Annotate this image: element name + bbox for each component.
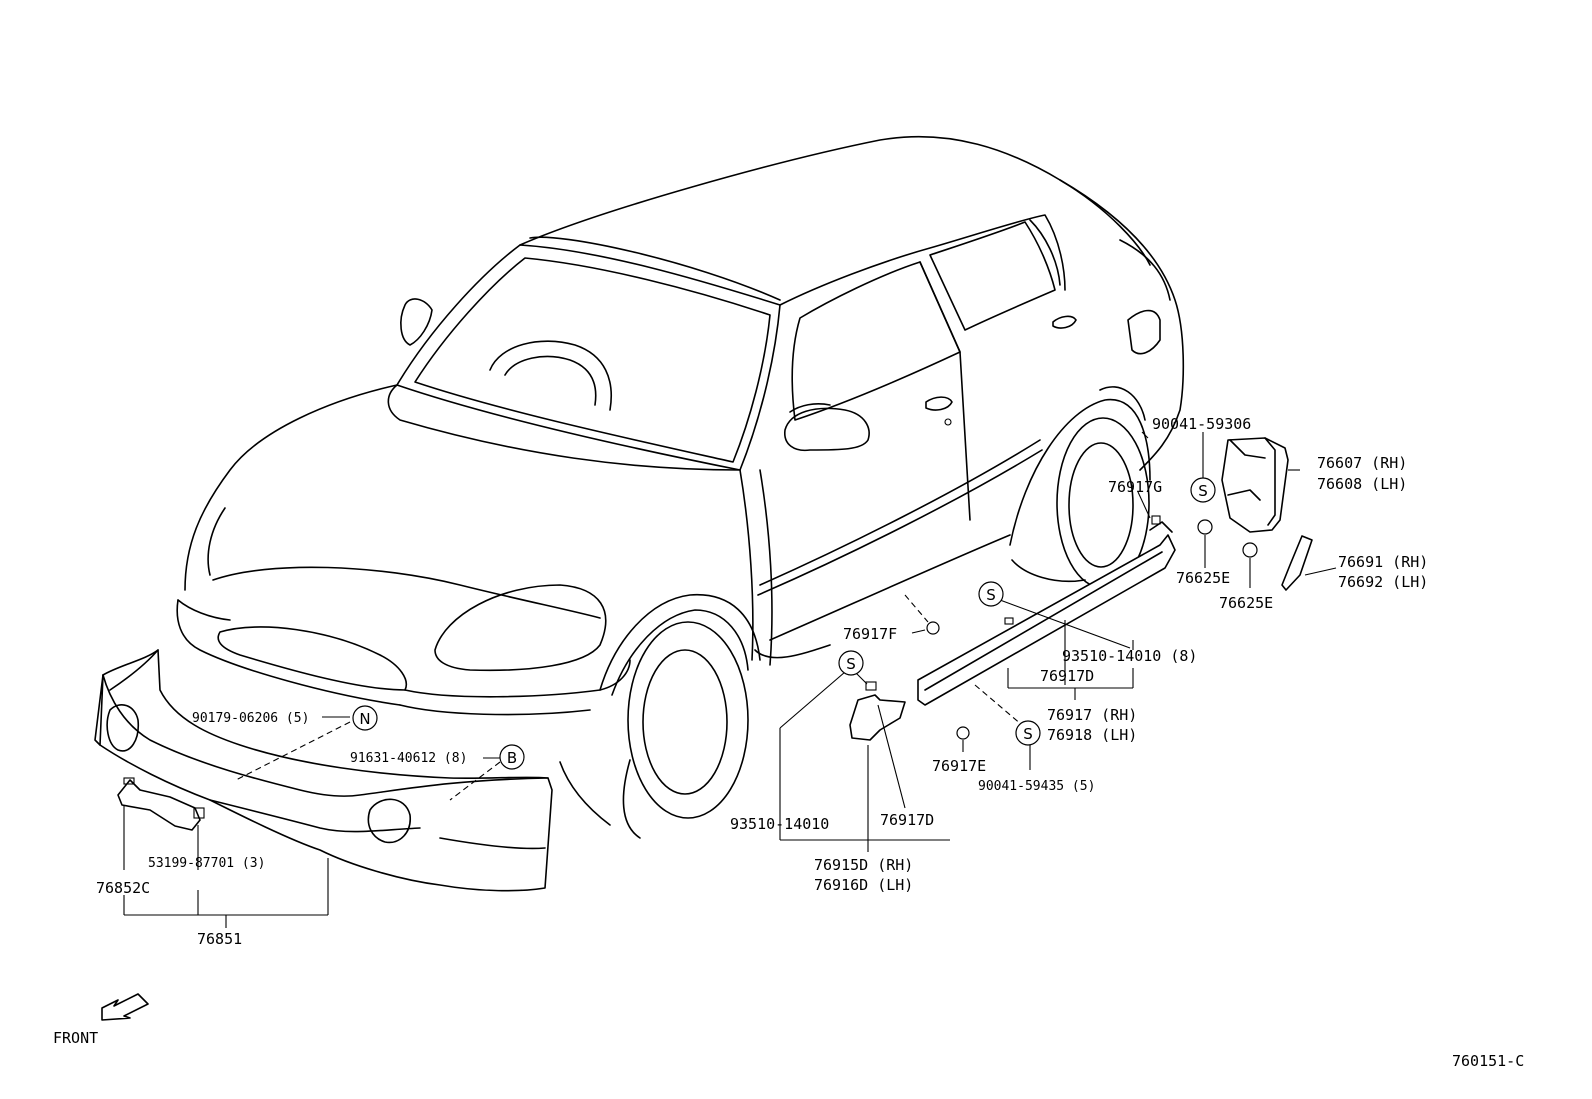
label-76625e-b: 76625E	[1219, 594, 1273, 612]
label-76915d: 76915D (RH)	[814, 856, 913, 874]
label-76916d: 76916D (LH)	[814, 876, 913, 894]
side-skirt-part	[917, 521, 1176, 706]
s-symbol-skirt-lower: S	[1023, 725, 1033, 743]
front-mudguard-part	[849, 681, 906, 741]
b-symbol: B	[507, 749, 517, 767]
label-76917d-mudguard: 76917D	[880, 811, 934, 829]
s-symbol-rear: S	[1198, 482, 1208, 500]
n-symbol: N	[359, 710, 370, 728]
label-91631-40612: 91631-40612 (8)	[350, 751, 467, 766]
label-93510-14010-8: 93510-14010 (8)	[1062, 647, 1197, 665]
label-76625e-a: 76625E	[1176, 569, 1230, 587]
label-76917d-skirt: 76917D	[1040, 667, 1094, 685]
label-76917g: 76917G	[1108, 478, 1162, 496]
label-76608: 76608 (LH)	[1317, 475, 1407, 493]
label-93510-14010: 93510-14010	[730, 815, 829, 833]
s-symbol-skirt: S	[986, 586, 996, 604]
fender-trim-part	[1281, 535, 1313, 591]
callout-symbols: S S S S N B	[352, 477, 1216, 770]
label-76917f: 76917F	[843, 625, 897, 643]
bracket-part	[117, 777, 205, 831]
label-76692: 76692 (LH)	[1338, 573, 1428, 591]
car-body-illustration	[176, 135, 1185, 839]
leader-lines	[123, 431, 1337, 928]
part-labels: 90041-59306 76607 (RH) 76608 (LH) 76917G…	[96, 415, 1428, 948]
label-76918: 76918 (LH)	[1047, 726, 1137, 744]
label-90041-59306: 90041-59306	[1152, 415, 1251, 433]
diagram-reference-code: 760151-C	[1452, 1052, 1524, 1070]
s-symbol-mudguard: S	[846, 655, 856, 673]
label-90041-59435: 90041-59435 (5)	[978, 779, 1095, 794]
label-90179-06206: 90179-06206 (5)	[192, 711, 309, 726]
label-76917: 76917 (RH)	[1047, 706, 1137, 724]
front-direction-arrow: FRONT	[53, 993, 149, 1047]
fastener-clips	[926, 515, 1258, 740]
front-spoiler-part	[94, 649, 553, 892]
label-76607: 76607 (RH)	[1317, 454, 1407, 472]
label-76851: 76851	[197, 930, 242, 948]
label-76852c: 76852C	[96, 879, 150, 897]
rear-mudflap-part	[1221, 437, 1289, 533]
label-76691: 76691 (RH)	[1338, 553, 1428, 571]
label-76917e: 76917E	[932, 757, 986, 775]
front-label: FRONT	[53, 1029, 98, 1047]
arrow-icon	[101, 993, 149, 1021]
label-53199-87701: 53199-87701 (3)	[148, 856, 265, 871]
